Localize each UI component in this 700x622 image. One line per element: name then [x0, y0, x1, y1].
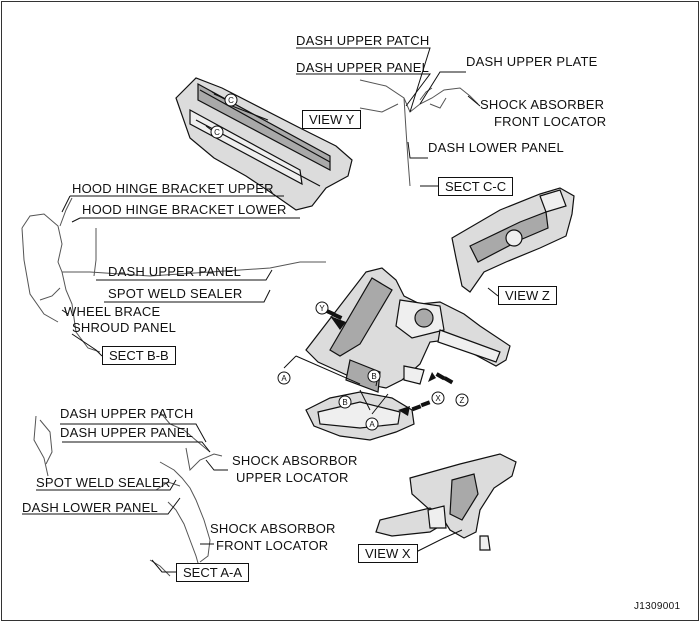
label-dash-lower-panel-top: DASH LOWER PANEL: [428, 140, 564, 155]
box-sect-bb: SECT B-B: [102, 346, 176, 365]
callout-z: [455, 393, 469, 407]
label-dash-upper-panel-mid: DASH UPPER PANEL: [108, 264, 241, 279]
callout-c-lower: [210, 125, 224, 139]
callout-c-upper: [224, 93, 238, 107]
label-spot-weld-sealer-bottom: SPOT WELD SEALER: [36, 475, 171, 490]
label-dash-lower-panel-bottom: DASH LOWER PANEL: [22, 500, 158, 515]
label-hood-hinge-bracket-lower: HOOD HINGE BRACKET LOWER: [82, 202, 287, 217]
label-hood-hinge-bracket-upper: HOOD HINGE BRACKET UPPER: [72, 181, 274, 196]
callout-c-lower-text: C: [214, 128, 220, 137]
sect-bb-lines: [21, 197, 326, 353]
callout-y: [315, 301, 329, 315]
callout-a-bottom: [365, 417, 379, 431]
label-shroud-panel: SHROUD PANEL: [72, 320, 177, 335]
sect-aa-lines: [33, 411, 223, 577]
label-dash-upper-patch-top: DASH UPPER PATCH: [296, 33, 430, 48]
callout-b-right-text: B: [371, 372, 376, 381]
box-sect-cc: SECT C-C: [438, 177, 514, 196]
callout-y-text: Y: [319, 304, 325, 313]
callout-c-upper-text: C: [228, 96, 234, 105]
label-shock-absorbor-front-1: SHOCK ABSORBOR: [210, 521, 336, 536]
callout-b-right: [367, 369, 381, 383]
label-leaders: [22, 47, 499, 573]
label-spot-weld-sealer-mid: SPOT WELD SEALER: [108, 286, 243, 301]
callout-a-left-text: A: [281, 374, 287, 383]
label-dash-upper-plate: DASH UPPER PLATE: [466, 54, 598, 69]
label-shock-absorber-front-locator-2: FRONT LOCATOR: [494, 114, 607, 129]
box-sect-aa: SECT A-A: [176, 563, 250, 582]
label-shock-absorbor-upper-2: UPPER LOCATOR: [236, 470, 349, 485]
label-dash-upper-panel-bottom: DASH UPPER PANEL: [60, 425, 193, 440]
box-view-z: VIEW Z: [498, 286, 557, 305]
view-z-part: [451, 187, 575, 293]
callout-x: [431, 391, 445, 405]
callout-letters: C C Y A B B X Z A: [214, 96, 464, 429]
label-dash-upper-panel-top: DASH UPPER PANEL: [296, 60, 429, 75]
figure-code: J1309001: [634, 601, 681, 612]
label-shock-absorber-front-locator-1: SHOCK ABSORBER: [480, 97, 605, 112]
callout-a-left: [277, 371, 291, 385]
callout-a-bottom-text: A: [369, 420, 375, 429]
box-view-x: VIEW X: [358, 544, 418, 563]
callout-circles: [210, 93, 469, 431]
label-shock-absorbor-upper-1: SHOCK ABSORBOR: [232, 453, 358, 468]
callout-b-left: [338, 395, 352, 409]
box-view-y: VIEW Y: [302, 110, 362, 129]
callout-z-text: Z: [460, 396, 465, 405]
sect-cc-lines: [359, 79, 479, 187]
main-assembly: [305, 267, 511, 441]
main-leaders: [283, 355, 389, 415]
label-shock-absorbor-front-2: FRONT LOCATOR: [216, 538, 329, 553]
label-wheel-brace: WHEEL BRACE: [64, 304, 161, 319]
view-x-part: [375, 453, 517, 551]
label-dash-upper-patch-bottom: DASH UPPER PATCH: [60, 406, 194, 421]
callout-b-left-text: B: [342, 398, 347, 407]
callout-x-text: X: [435, 394, 441, 403]
